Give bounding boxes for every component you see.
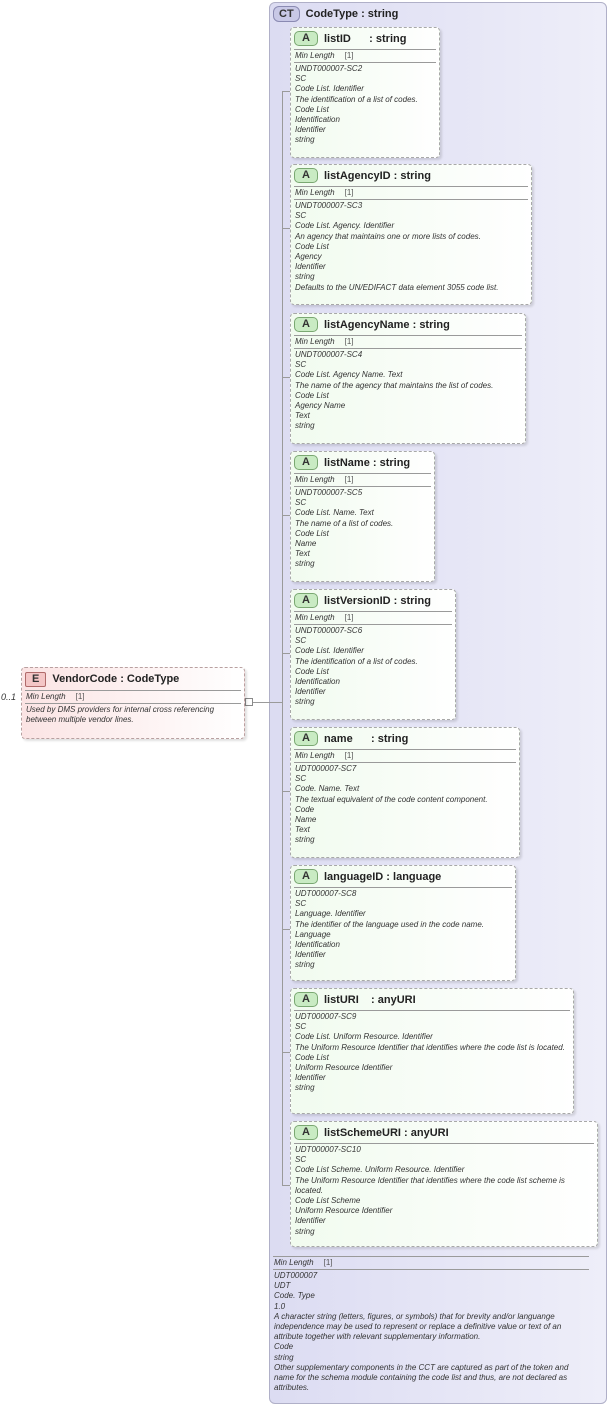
attribute-name: listName : string bbox=[323, 456, 411, 469]
sequence-connector-icon[interactable] bbox=[245, 698, 253, 706]
attribute-name: listVersionID : string bbox=[323, 594, 431, 607]
attribute-tree-line bbox=[282, 91, 283, 1185]
attribute-branch-line bbox=[282, 1052, 290, 1053]
attribute-branch-line bbox=[282, 91, 290, 92]
attribute-branch-line bbox=[282, 653, 290, 654]
attribute-branch-line bbox=[282, 515, 290, 516]
attribute-badge: A bbox=[294, 168, 318, 183]
attribute-badge: A bbox=[294, 1125, 318, 1140]
attribute-name: listAgencyID : string bbox=[323, 169, 431, 182]
attribute-name: listAgencyName : string bbox=[323, 318, 450, 331]
complex-type-title[interactable]: CodeType : string bbox=[305, 8, 399, 20]
element-badge: E bbox=[25, 671, 47, 687]
attribute-facet: Min Length[1] bbox=[294, 336, 522, 349]
element-facet: Min Length[1] bbox=[25, 691, 241, 704]
attribute-badge: A bbox=[294, 992, 318, 1007]
attribute-badge: A bbox=[294, 317, 318, 332]
attribute-facet: Min Length[1] bbox=[294, 750, 516, 763]
complex-type-header: CT CodeType : string bbox=[273, 5, 398, 23]
attribute-branch-line bbox=[282, 228, 290, 229]
attribute-facet: Min Length[1] bbox=[294, 187, 528, 200]
attribute-name: name : string bbox=[323, 732, 409, 745]
complex-type-documentation: UDT000007 UDT Code. Type 1.0 A character… bbox=[274, 1271, 569, 1393]
element-header: E VendorCode : CodeType bbox=[25, 668, 241, 691]
attribute-facet: Min Length[1] bbox=[294, 612, 452, 625]
attribute-branch-line bbox=[282, 377, 290, 378]
attribute-badge: A bbox=[294, 731, 318, 746]
attribute-badge: A bbox=[294, 455, 318, 470]
connector-element-to-type bbox=[245, 702, 282, 703]
attribute-name: languageID : language bbox=[323, 870, 442, 883]
attribute-name: listID : string bbox=[323, 32, 407, 45]
complex-type-facet: Min Length[1] bbox=[273, 1256, 589, 1270]
attribute-badge: A bbox=[294, 31, 318, 46]
element-vendorcode[interactable]: E VendorCode : CodeType Min Length[1] Us… bbox=[21, 667, 245, 739]
attribute-branch-line bbox=[282, 1185, 290, 1186]
attribute-facet: Min Length[1] bbox=[294, 474, 431, 487]
element-name: VendorCode : CodeType bbox=[52, 673, 180, 685]
attribute-branch-line bbox=[282, 791, 290, 792]
complex-type-badge: CT bbox=[273, 6, 300, 22]
attribute-branch-line bbox=[282, 929, 290, 930]
attribute-name: listSchemeURI : anyURI bbox=[323, 1126, 449, 1139]
attribute-badge: A bbox=[294, 869, 318, 884]
element-documentation: Used by DMS providers for internal cross… bbox=[26, 705, 215, 725]
attribute-facet: Min Length[1] bbox=[294, 50, 436, 63]
element-cardinality: 0..1 bbox=[1, 692, 17, 702]
attribute-badge: A bbox=[294, 593, 318, 608]
attribute-name: listURI : anyURI bbox=[323, 993, 416, 1006]
complex-type-documentation-card: Min Length[1] UDT000007 UDT Code. Type 1… bbox=[273, 1256, 589, 1393]
